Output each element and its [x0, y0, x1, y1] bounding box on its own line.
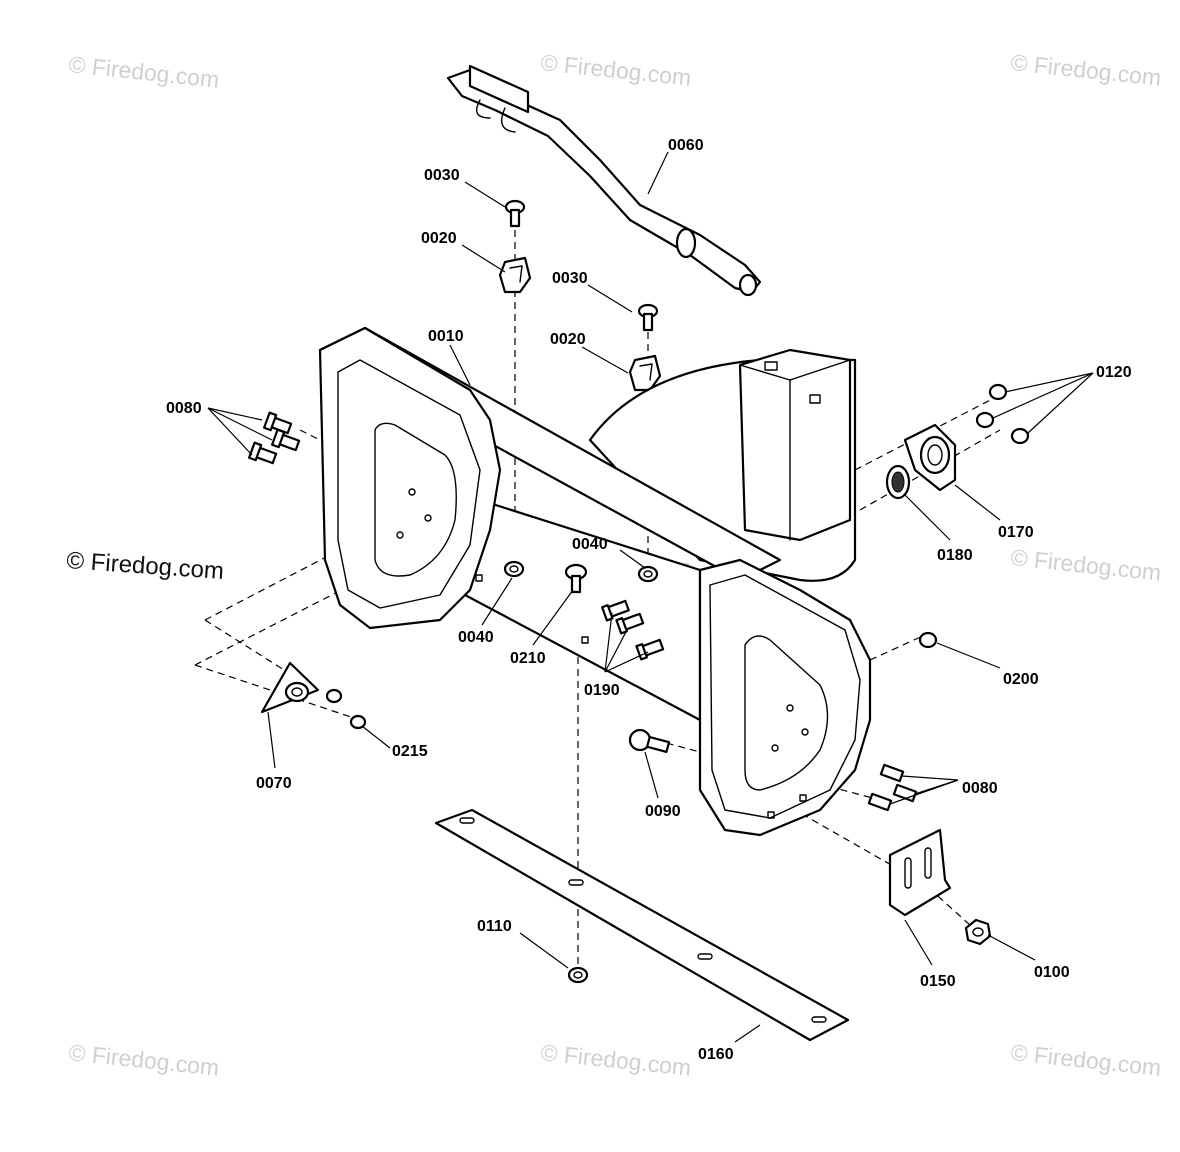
watermark-bottom-left: © Firedog.com: [67, 1039, 220, 1081]
callout-0070: 0070: [256, 775, 292, 792]
carriage-bolt-0210: [564, 563, 588, 594]
callout-0190: 0190: [584, 682, 620, 699]
callout-0170: 0170: [998, 524, 1034, 541]
auger-housing: [318, 326, 872, 837]
callout-0100: 0100: [1034, 964, 1070, 981]
callout-0030-left: 0030: [424, 167, 460, 184]
callout-0040-left: 0040: [458, 629, 494, 646]
watermark-left-dark: © Firedog.com: [66, 547, 225, 585]
bearing-0180: [885, 464, 911, 500]
nut-0110: [567, 966, 589, 984]
callout-0090: 0090: [645, 803, 681, 820]
skid-shoe-0150: [888, 828, 952, 917]
callout-0020-left: 0020: [421, 230, 457, 247]
bolts-0080-left: [248, 411, 301, 465]
watermark-top-left: © Firedog.com: [67, 51, 220, 93]
bolts-0190: [601, 599, 665, 661]
watermark-middle-right: © Firedog.com: [1009, 544, 1162, 586]
callout-0060: 0060: [668, 137, 704, 154]
callout-0040-right: 0040: [572, 536, 608, 553]
callout-0215: 0215: [392, 743, 428, 760]
watermark-top-right: © Firedog.com: [1009, 49, 1162, 91]
watermark-top-center: © Firedog.com: [539, 49, 692, 91]
callout-0080-left: 0080: [166, 400, 202, 417]
flange-nut-0100: [964, 918, 992, 946]
callout-0030-right: 0030: [552, 270, 588, 287]
callout-0210: 0210: [510, 650, 546, 667]
screw-0030-left: [504, 199, 526, 228]
chute-crank-rod: [446, 64, 762, 297]
bearing-flange-0170: [903, 423, 957, 492]
scraper-bar-0160: [434, 808, 850, 1042]
leader-lines: [207, 151, 1094, 1043]
callout-0080-right: 0080: [962, 780, 998, 797]
callout-0180: 0180: [937, 547, 973, 564]
watermark-bottom-center: © Firedog.com: [539, 1039, 692, 1081]
nuts-0215: [325, 688, 367, 730]
nut-0040-left: [503, 560, 525, 578]
callout-0200: 0200: [1003, 671, 1039, 688]
callout-0110: 0110: [477, 918, 512, 935]
nut-0040-right: [637, 565, 659, 583]
watermark-bottom-right: © Firedog.com: [1009, 1039, 1162, 1081]
callout-0160: 0160: [698, 1046, 734, 1063]
plug-0200: [918, 631, 938, 649]
nuts-0120: [975, 383, 1030, 445]
callout-0010: 0010: [428, 328, 464, 345]
clip-0020-left: [498, 256, 532, 294]
bolt-0090: [628, 728, 671, 754]
screw-0030-right: [637, 303, 659, 332]
callout-0150: 0150: [920, 973, 956, 990]
callout-0120: 0120: [1096, 364, 1132, 381]
callout-labels: 0060 0030 0020 0030 0020 0010 0080 0120 …: [166, 137, 1132, 1063]
bearing-flange-0070: [260, 661, 320, 714]
callout-0020-right: 0020: [550, 331, 586, 348]
